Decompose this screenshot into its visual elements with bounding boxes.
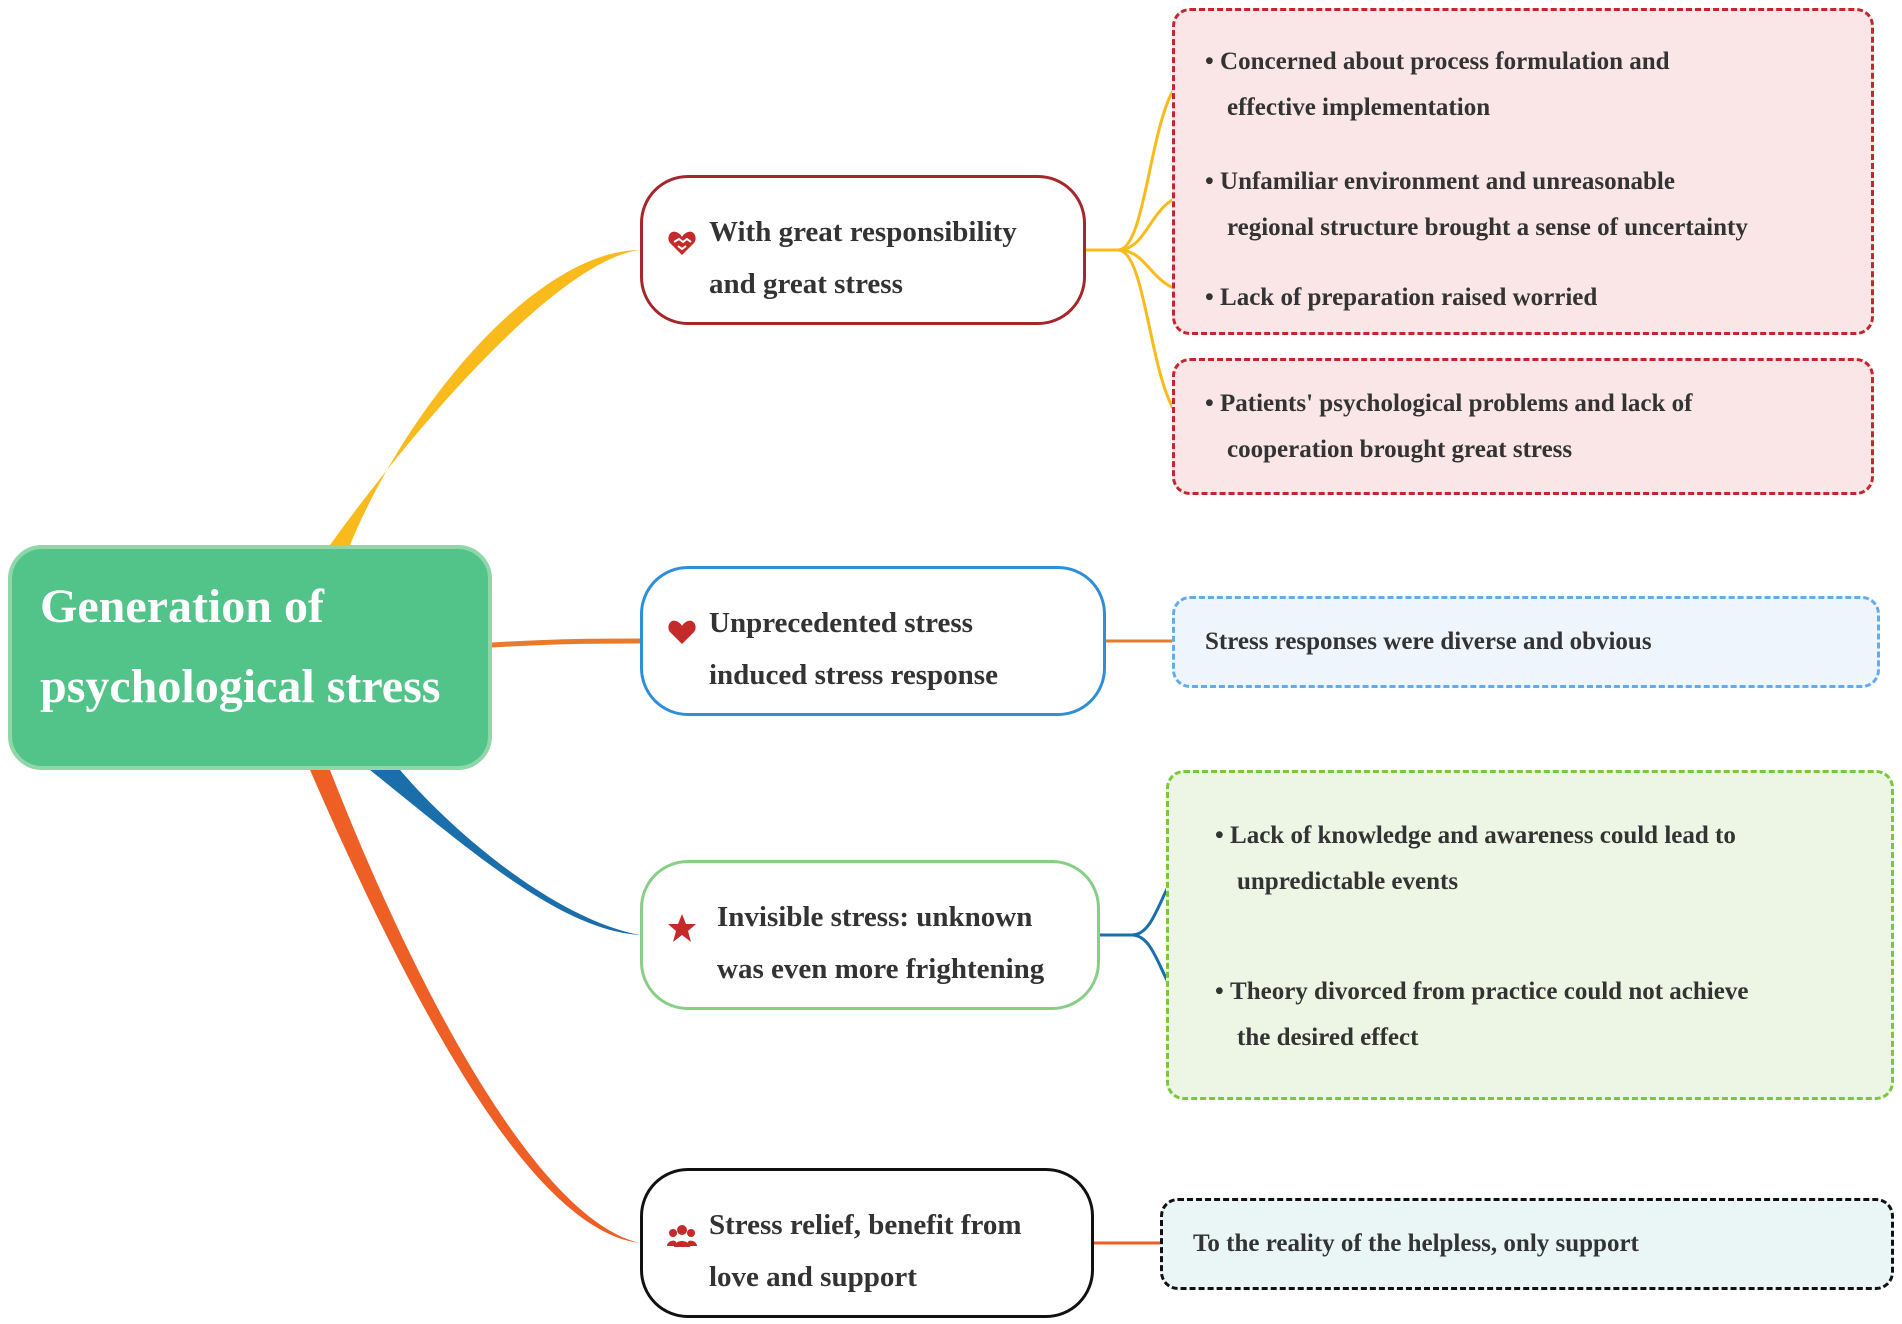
branch-1-line1: With great responsibility: [709, 216, 1017, 248]
bullet: •: [1215, 822, 1224, 849]
branch-node-unprecedented[interactable]: Unprecedented stress induced stress resp…: [640, 566, 1106, 716]
detail-3-1-line2: unpredictable events: [1237, 868, 1459, 895]
branch-connector-3: [370, 770, 640, 935]
branch-node-responsibility[interactable]: With great responsibility and great stre…: [640, 175, 1086, 325]
star-icon: [668, 914, 696, 942]
branch-connector-1: [330, 250, 640, 545]
detail-item-1-1: • Concerned about process formulation an…: [1205, 39, 1670, 131]
bullet: •: [1205, 48, 1214, 75]
detail-1-3-line1: Lack of preparation raised worried: [1220, 284, 1598, 311]
detail-item-1-3: • Lack of preparation raised worried: [1205, 275, 1597, 321]
branch-1-line2: and great stress: [709, 268, 903, 300]
root-title-line1: Generation of: [40, 580, 324, 633]
detail-box-patients: • Patients' psychological problems and l…: [1172, 358, 1874, 495]
branch-3-line1: Invisible stress: unknown: [717, 901, 1033, 933]
bullet: •: [1215, 978, 1224, 1005]
detail-4-1-line1: To the reality of the helpless, only sup…: [1193, 1230, 1639, 1257]
detail-item-1-4: • Patients' psychological problems and l…: [1205, 381, 1693, 473]
detail-3-1-line1: Lack of knowledge and awareness could le…: [1230, 822, 1736, 849]
detail-1-1-line2: effective implementation: [1227, 94, 1491, 121]
detail-1-4-line1: Patients' psychological problems and lac…: [1220, 390, 1693, 417]
branch-connector-2: [491, 638, 641, 648]
bullet: •: [1205, 390, 1214, 417]
detail-3-2-line1: Theory divorced from practice could not …: [1230, 978, 1749, 1005]
detail-box-responsibility: • Concerned about process formulation an…: [1172, 8, 1874, 335]
branch-node-invisible[interactable]: Invisible stress: unknown was even more …: [640, 860, 1100, 1010]
detail-1-1-line1: Concerned about process formulation and: [1220, 48, 1670, 75]
heart-icon: [668, 620, 696, 644]
branch-4-line1: Stress relief, benefit from: [709, 1209, 1022, 1241]
root-node[interactable]: Generation of psychological stress: [8, 545, 492, 770]
bullet: •: [1205, 168, 1214, 195]
branch-2-line2: induced stress response: [709, 659, 998, 691]
detail-item-3-1: • Lack of knowledge and awareness could …: [1215, 813, 1736, 905]
root-title-line2: psychological stress: [40, 660, 441, 713]
detail-item-3-2: • Theory divorced from practice could no…: [1215, 969, 1748, 1061]
branch-connector-4: [310, 770, 640, 1243]
detail-3-2-line2: the desired effect: [1237, 1024, 1419, 1051]
detail-box-stress-response: Stress responses were diverse and obviou…: [1172, 596, 1880, 688]
heart-handshake-icon: [668, 231, 696, 255]
bullet: •: [1205, 284, 1214, 311]
detail-2-1-line1: Stress responses were diverse and obviou…: [1205, 628, 1652, 655]
branch-3-line2: was even more frightening: [717, 953, 1045, 985]
detail-box-invisible: • Lack of knowledge and awareness could …: [1166, 770, 1894, 1100]
detail-1-2-line1: Unfamiliar environment and unreasonable: [1220, 168, 1675, 195]
branch-node-relief[interactable]: Stress relief, benefit from love and sup…: [640, 1168, 1094, 1318]
detail-1-4-line2: cooperation brought great stress: [1227, 436, 1573, 463]
branch-4-line2: love and support: [709, 1261, 917, 1293]
detail-box-support: To the reality of the helpless, only sup…: [1160, 1198, 1894, 1290]
branch-2-line1: Unprecedented stress: [709, 607, 973, 639]
detail-1-2-line2: regional structure brought a sense of un…: [1227, 214, 1748, 241]
detail-item-1-2: • Unfamiliar environment and unreasonabl…: [1205, 159, 1748, 251]
people-icon: [667, 1225, 697, 1247]
